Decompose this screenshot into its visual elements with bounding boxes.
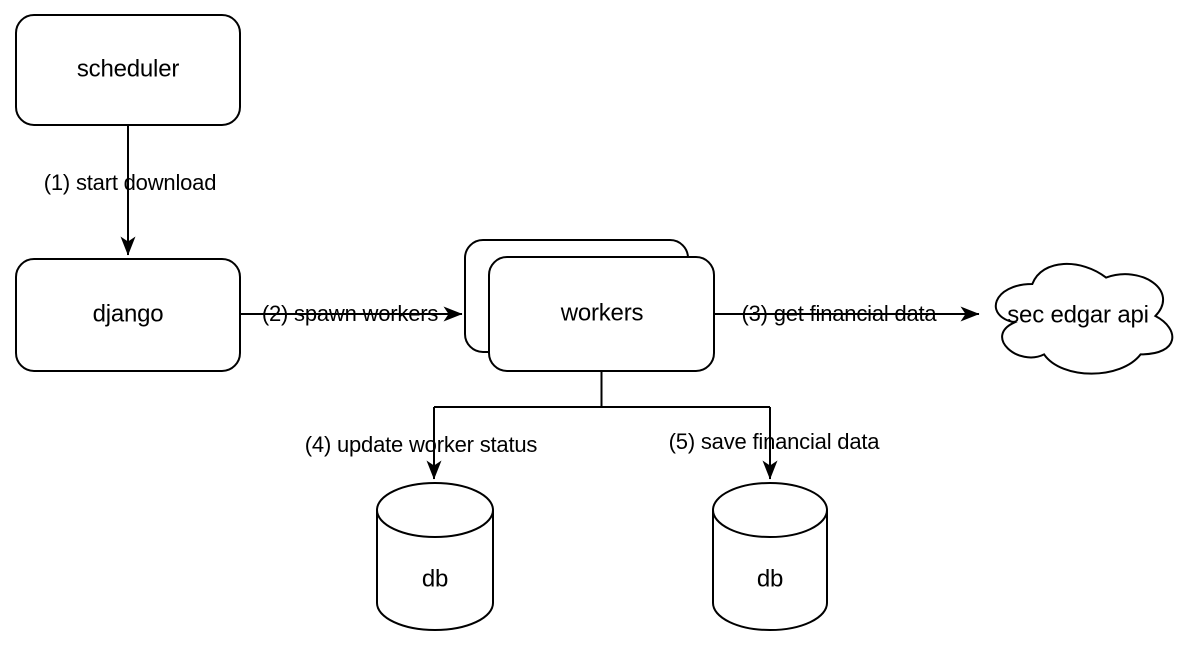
db-worker-status-cylinder-top [376,482,494,538]
edge-label-get-financial-data: (3) get financial data [741,300,937,326]
sec-edgar-api-cloud [994,263,1174,375]
sec-edgar-api-label: sec edgar api [1007,301,1149,329]
edge-label-start-download: (1) start download [43,169,217,195]
db-financial-cylinder-body [712,510,828,631]
edge-label-save-financial-data: (5) save financial data [668,428,880,454]
edge-label-update-worker-status: (4) update worker status [304,431,538,457]
scheduler-box [15,14,241,126]
django-box [15,258,241,372]
django-label: django [92,300,164,328]
workers-label: workers [560,299,644,327]
db-worker-status-label: db [421,565,449,593]
scheduler-label: scheduler [76,55,180,83]
db-financial-cylinder-top [712,482,828,538]
db-financial-label: db [756,565,784,593]
workers-db-connector-line [434,371,770,408]
db-worker-status-cylinder-body [376,510,494,631]
workers-box-front [488,256,715,372]
edge-label-spawn-workers: (2) spawn workers [261,300,439,326]
